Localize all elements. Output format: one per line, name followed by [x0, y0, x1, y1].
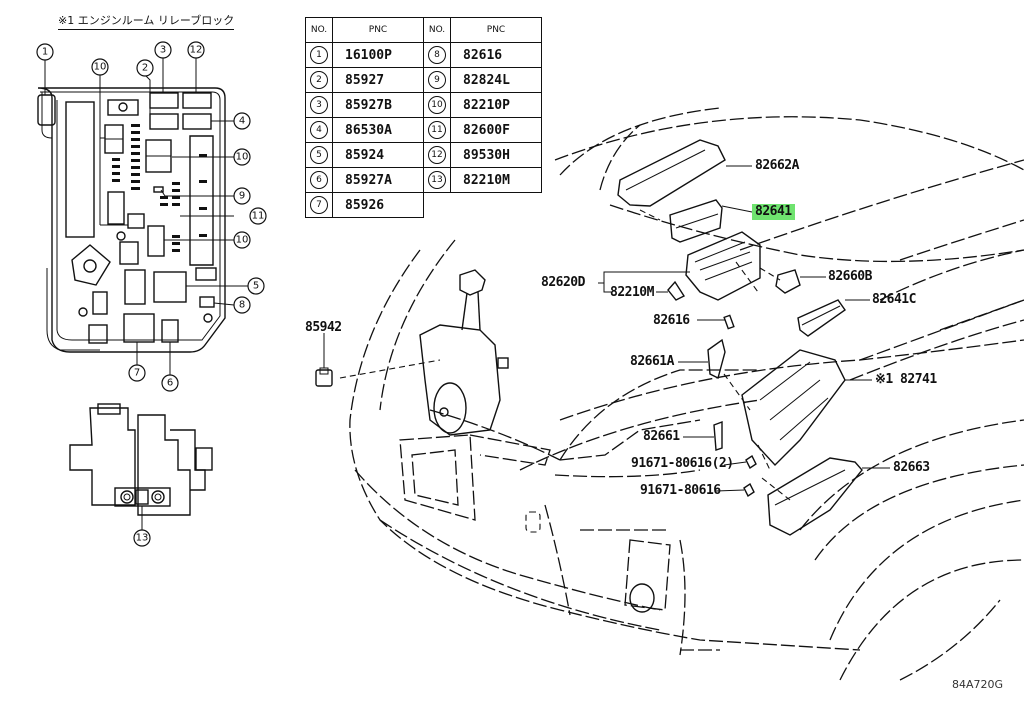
callout-11: 11: [249, 207, 267, 225]
header-no: NO.: [423, 17, 451, 43]
svg-text:9: 9: [239, 191, 245, 202]
pnc-link[interactable]: 82824L: [450, 67, 542, 93]
svg-text:8: 8: [239, 300, 245, 311]
item-number: 3: [310, 96, 328, 114]
table-row: 1 16100P 8 82616: [305, 42, 542, 68]
callout-6: 6: [161, 374, 179, 392]
item-number: 13: [428, 171, 446, 189]
part-label-82616[interactable]: 82616: [653, 313, 690, 328]
callout-8: 8: [233, 296, 251, 314]
part-label-91671-80616[interactable]: 91671-80616: [640, 483, 721, 498]
part-label-82641-highlighted[interactable]: 82641: [752, 204, 795, 220]
pnc-link[interactable]: 85926: [332, 192, 424, 218]
pnc-link[interactable]: 85927: [332, 67, 424, 93]
part-label-82620D[interactable]: 82620D: [541, 275, 585, 290]
svg-text:3: 3: [160, 45, 166, 56]
callout-13: 13: [133, 529, 151, 547]
item-number: 11: [428, 121, 446, 139]
fuse-box-components: [617, 139, 863, 536]
svg-text:2: 2: [142, 63, 148, 74]
svg-text:11: 11: [252, 211, 265, 222]
svg-text:13: 13: [136, 533, 149, 544]
item-number: 10: [428, 96, 446, 114]
part-label-91671-80616-qty2[interactable]: 91671-80616(2): [631, 456, 734, 471]
item-number: 9: [428, 71, 446, 89]
pnc-link[interactable]: 85924: [332, 142, 424, 168]
svg-text:4: 4: [239, 116, 245, 127]
svg-text:10: 10: [236, 235, 249, 246]
pnc-link[interactable]: 85927B: [332, 92, 424, 118]
item-number: 5: [310, 146, 328, 164]
pnc-table: NO. PNC NO. PNC 1 16100P 8 82616 2 85927…: [305, 17, 542, 218]
pnc-link[interactable]: 16100P: [332, 42, 424, 68]
relay-block-drawing: [37, 87, 226, 353]
pnc-link[interactable]: 89530H: [450, 142, 542, 168]
header-no: NO.: [305, 17, 333, 43]
callout-10c: 10: [233, 231, 251, 249]
item-number: 2: [310, 71, 328, 89]
callout-10b: 10: [233, 148, 251, 166]
callout-2: 2: [136, 59, 154, 77]
callout-1: 1: [36, 43, 54, 61]
callout-5: 5: [247, 277, 265, 295]
callout-9: 9: [233, 187, 251, 205]
relay-assembly-drawing: [69, 403, 213, 530]
table-row: 6 85927A 13 82210M: [305, 167, 542, 193]
callout-10: 10: [91, 58, 109, 76]
part-label-85942[interactable]: 85942: [305, 320, 342, 335]
relay-leaders: [44, 58, 248, 375]
svg-text:7: 7: [134, 368, 140, 379]
part-label-82210M[interactable]: 82210M: [610, 285, 654, 300]
table-row: 4 86530A 11 82600F: [305, 117, 542, 143]
svg-text:1: 1: [42, 47, 48, 58]
callout-4: 4: [233, 112, 251, 130]
figure-code: 84A720G: [952, 678, 1004, 691]
part-label-82662A[interactable]: 82662A: [755, 158, 799, 173]
item-number: 8: [428, 46, 446, 64]
callout-7: 7: [128, 364, 146, 382]
pnc-link[interactable]: 82210M: [450, 167, 542, 193]
svg-text:6: 6: [167, 378, 173, 389]
table-row: 2 85927 9 82824L: [305, 67, 542, 93]
inset-title: ※1 エンジンルーム リレーブロック: [58, 12, 235, 30]
part-label-82661[interactable]: 82661: [643, 429, 680, 444]
part-label-82660B[interactable]: 82660B: [828, 269, 872, 284]
svg-text:12: 12: [190, 45, 203, 56]
header-pnc: PNC: [450, 17, 542, 43]
pnc-link[interactable]: 82600F: [450, 117, 542, 143]
pnc-link[interactable]: 86530A: [332, 117, 424, 143]
item-number: 4: [310, 121, 328, 139]
table-row: 7 85926: [305, 192, 542, 218]
table-row: 3 85927B 10 82210P: [305, 92, 542, 118]
part-label-82741[interactable]: ※1 82741: [875, 372, 937, 387]
svg-text:5: 5: [253, 281, 259, 292]
callout-12: 12: [187, 41, 205, 59]
part-label-82663[interactable]: 82663: [893, 460, 930, 475]
pnc-link[interactable]: 85927A: [332, 167, 424, 193]
pnc-link[interactable]: 82616: [450, 42, 542, 68]
item-number: 7: [310, 196, 328, 214]
item-number: 12: [428, 146, 446, 164]
item-number: 6: [310, 171, 328, 189]
svg-text:10: 10: [94, 62, 107, 73]
car-front-drawing: [315, 107, 1024, 681]
callout-3: 3: [154, 41, 172, 59]
relay-callouts: 1 10 2 3 12 4 10 9 11 10 5 8 7 6 13: [36, 41, 267, 547]
table-header-row: NO. PNC NO. PNC: [305, 17, 542, 43]
part-leaders: [598, 165, 890, 492]
table-row: 5 85924 12 89530H: [305, 142, 542, 168]
part-label-82661A[interactable]: 82661A: [630, 354, 674, 369]
item-number: 1: [310, 46, 328, 64]
header-pnc: PNC: [332, 17, 424, 43]
pnc-link[interactable]: 82210P: [450, 92, 542, 118]
part-label-82641C[interactable]: 82641C: [872, 292, 916, 307]
svg-text:10: 10: [236, 152, 249, 163]
